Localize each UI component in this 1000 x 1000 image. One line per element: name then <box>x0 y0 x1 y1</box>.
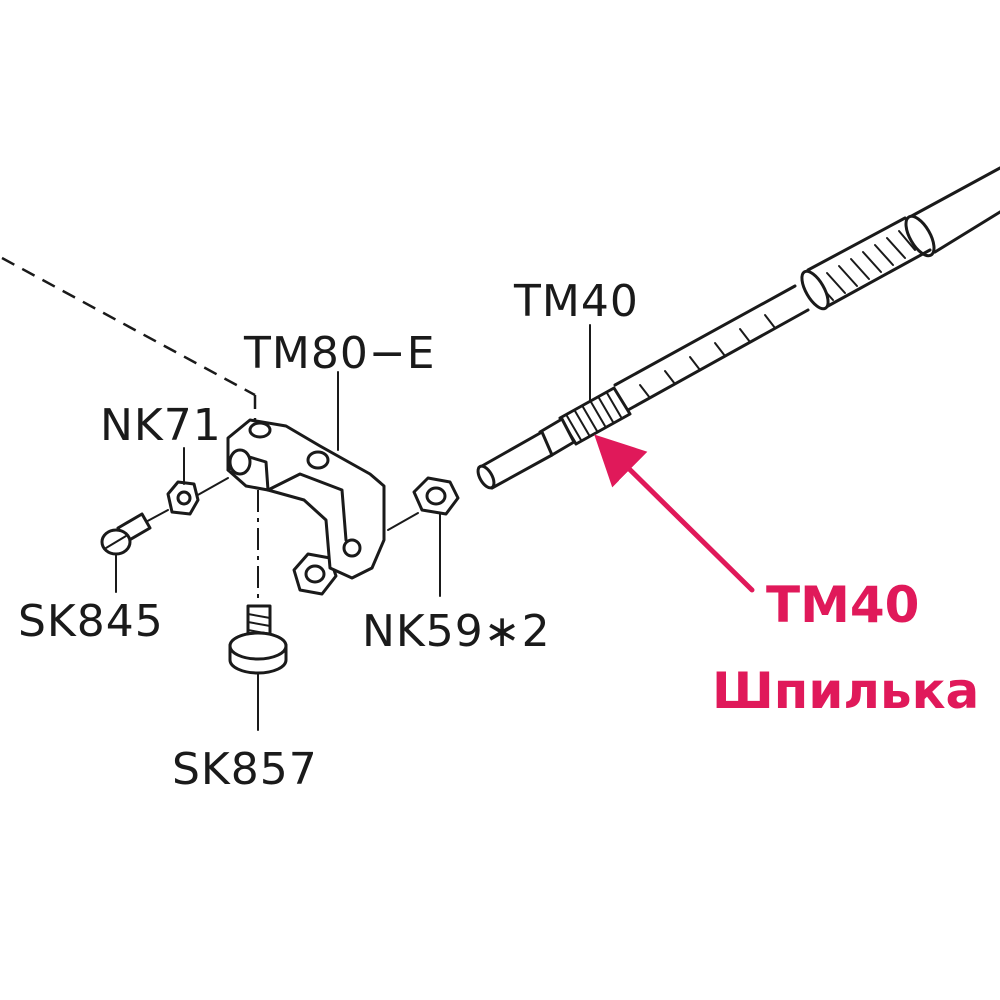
sk845-screw <box>100 512 152 556</box>
callout-name: Шпилька <box>712 662 979 720</box>
callout-code: TM40 <box>766 576 919 634</box>
assembly-axis-right <box>387 512 419 531</box>
sk857-screw <box>228 490 288 675</box>
label-tm80e: TM80−E <box>243 328 436 379</box>
label-tm40: TM40 <box>513 276 639 327</box>
nk71-nut <box>166 480 200 516</box>
label-sk857: SK857 <box>172 744 318 795</box>
label-sk845: SK845 <box>18 596 164 647</box>
nk59-nut-lower <box>292 552 338 596</box>
label-nk59: NK59∗2 <box>362 606 551 657</box>
reference-dashed-line <box>1 256 256 397</box>
cable-assembly <box>613 166 1000 412</box>
nk59-nut-upper <box>412 476 460 516</box>
assembly-axis-left <box>195 477 229 497</box>
label-nk71: NK71 <box>100 400 222 451</box>
tm40-stud <box>476 386 632 490</box>
tm80e-bracket <box>226 418 386 580</box>
callout-arrow <box>594 434 755 593</box>
